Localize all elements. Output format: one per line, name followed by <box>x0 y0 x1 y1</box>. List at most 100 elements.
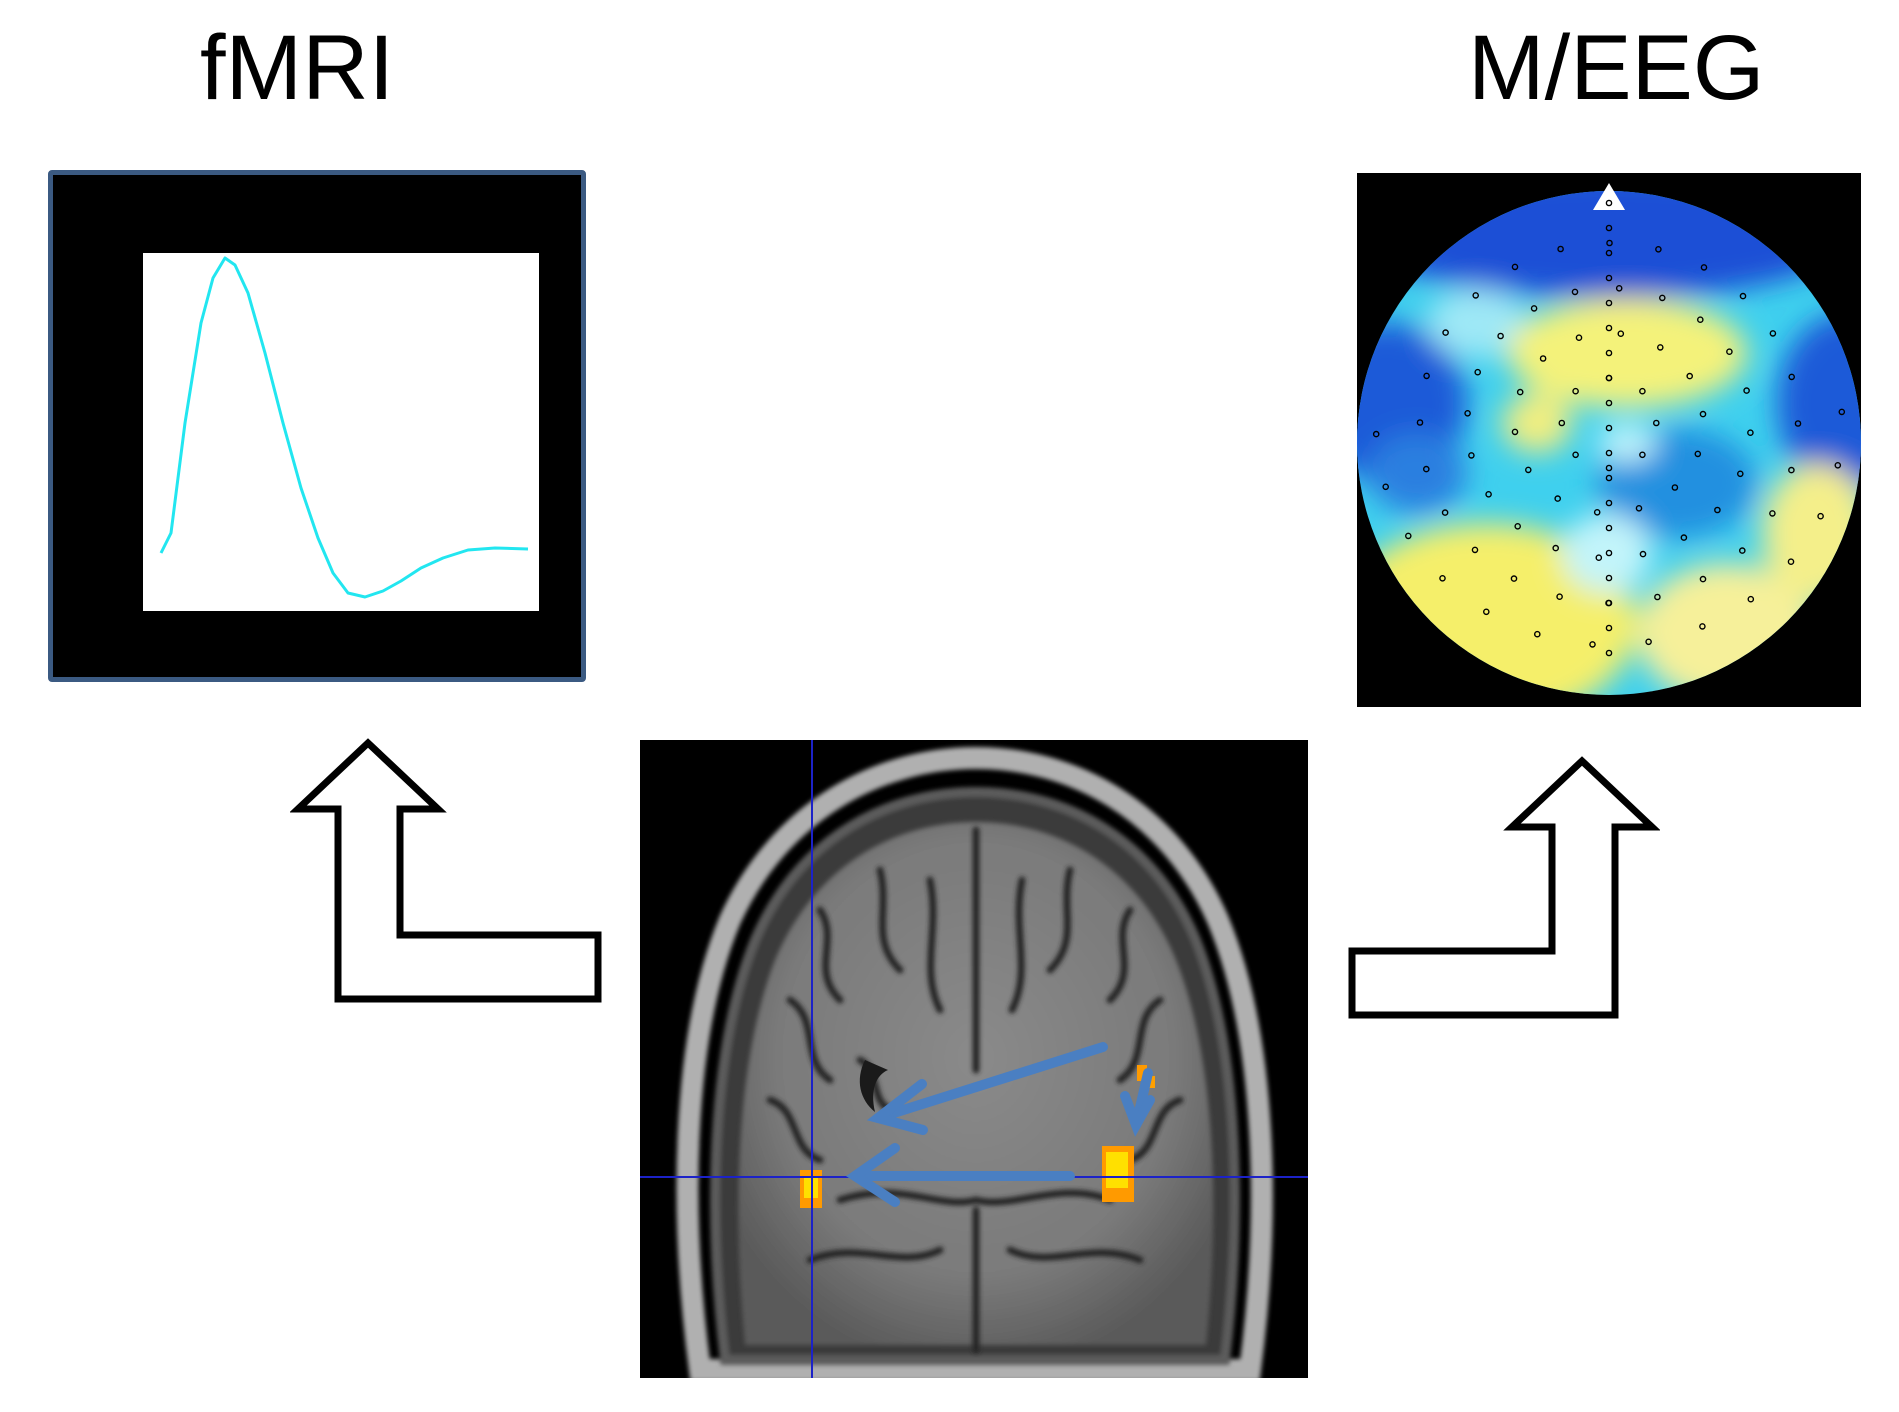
hrf-curve <box>159 256 529 599</box>
hrf-plot-background <box>143 253 539 611</box>
electrode-dot <box>1605 524 1613 532</box>
nose-triangle-icon <box>1593 183 1625 210</box>
electrode-dot <box>1639 387 1646 395</box>
electrode-dot <box>1464 409 1471 417</box>
electrode-dot <box>1605 499 1613 507</box>
electrode-dot <box>1372 430 1380 438</box>
electrode-dot <box>1497 332 1504 340</box>
electrode-dot <box>1442 329 1449 336</box>
electrode-dot <box>1645 638 1652 646</box>
fmri-label: fMRI <box>200 17 395 119</box>
electrode-dot <box>1605 574 1613 582</box>
electrode-dot <box>1743 387 1750 394</box>
electrode-dot <box>1838 408 1846 416</box>
electrode-dot <box>1468 452 1475 459</box>
electrode-dot <box>1405 532 1412 540</box>
electrode-dot <box>1769 330 1777 337</box>
electrode-dot <box>1671 484 1679 491</box>
scalp-outline <box>676 746 1273 1378</box>
electrode-dot <box>1606 239 1613 247</box>
electrode-dot <box>1817 512 1824 520</box>
electrode-dot <box>1605 349 1613 357</box>
electrode-dot <box>1423 465 1430 473</box>
electrode-dot <box>1605 474 1613 482</box>
electrode-dot <box>1639 550 1647 558</box>
electrode-dot <box>1605 299 1613 307</box>
activation-right <box>1102 1146 1134 1202</box>
electrode-dot <box>1572 451 1579 459</box>
electrode-dot <box>1686 372 1694 380</box>
electrode-dot <box>1605 224 1613 232</box>
electrode-dot <box>1539 355 1547 362</box>
electrode-dot <box>1483 608 1490 616</box>
electrode-dot <box>1615 285 1623 292</box>
electrode-dot <box>1441 509 1449 516</box>
ventricle <box>859 1060 888 1112</box>
electrode-dot <box>1514 522 1521 530</box>
electrode-dot <box>1605 274 1613 282</box>
electrode-dot <box>1639 451 1646 459</box>
electrode-dot <box>1558 419 1566 427</box>
electrode-dot <box>1787 558 1795 566</box>
electrode-dot <box>1747 429 1754 437</box>
electrode-dot <box>1794 420 1802 427</box>
electrode-dot <box>1516 388 1524 396</box>
electrode-dot <box>1595 554 1603 562</box>
electrode-dot <box>1554 495 1561 502</box>
electrode-dot <box>1605 449 1613 457</box>
electrode-dot <box>1696 316 1704 323</box>
electrode-dot <box>1654 593 1661 601</box>
electrode-dot <box>1699 575 1707 583</box>
electrode-dot <box>1530 305 1538 312</box>
bent-arrow-up-icon <box>1348 756 1660 1019</box>
meeg-label: M/EEG <box>1468 17 1765 119</box>
electrode-dot <box>1439 574 1446 582</box>
electrode-dot <box>1736 470 1744 478</box>
electrode-dot <box>1605 399 1613 407</box>
electrode-dot <box>1589 641 1596 648</box>
arrow-upper-to-right <box>1120 1068 1155 1137</box>
bent-arrow-up-icon <box>290 738 602 1003</box>
electrode-dot <box>1605 249 1613 257</box>
electrode-dot <box>1769 510 1776 517</box>
electrode-dot <box>1572 387 1579 395</box>
fmri-hrf-panel <box>48 170 586 682</box>
electrode-dot <box>1834 461 1842 469</box>
arrow-right-to-left-lower <box>846 1143 1075 1207</box>
electrode-dot <box>1747 595 1755 603</box>
connectivity-arrows <box>846 1042 1155 1207</box>
electrode-dot <box>1714 506 1721 514</box>
electrode-dot <box>1557 245 1564 253</box>
electrode-dot <box>1575 334 1583 341</box>
electrode-dot <box>1510 575 1518 582</box>
electrode-dot <box>1605 624 1613 632</box>
electrode-dot <box>1605 464 1613 472</box>
electrode-dot <box>1511 263 1519 271</box>
electrode-dot <box>1726 348 1733 355</box>
electrode-dot <box>1617 330 1625 337</box>
electrode-dot <box>1788 373 1796 381</box>
electrode-dot <box>1655 246 1662 253</box>
electrode-dot <box>1656 344 1664 351</box>
electrode-dot <box>1699 623 1706 630</box>
electrode-dot <box>1556 593 1563 601</box>
electrode-dot <box>1652 419 1660 427</box>
electrode-dot <box>1605 374 1613 382</box>
electrode-dot <box>1423 372 1430 380</box>
electrode-dot <box>1605 199 1613 207</box>
electrode-dot <box>1485 490 1492 498</box>
brain-coronal-slice <box>640 740 1308 1378</box>
electrode-dot <box>1605 599 1612 607</box>
electrode-dot <box>1788 466 1795 474</box>
electrode-dot <box>1471 546 1479 554</box>
electrode-dot <box>1382 483 1390 491</box>
electrode-array <box>1372 199 1846 657</box>
meeg-topography-panel <box>1357 173 1861 707</box>
electrode-dot <box>1605 324 1613 332</box>
hrf-plot <box>143 253 539 611</box>
electrode-dot <box>1738 547 1746 554</box>
electrode-dot <box>1739 292 1747 300</box>
electrode-dot <box>1605 649 1613 657</box>
electrode-dot <box>1472 292 1479 299</box>
electrode-dot <box>1552 544 1559 552</box>
